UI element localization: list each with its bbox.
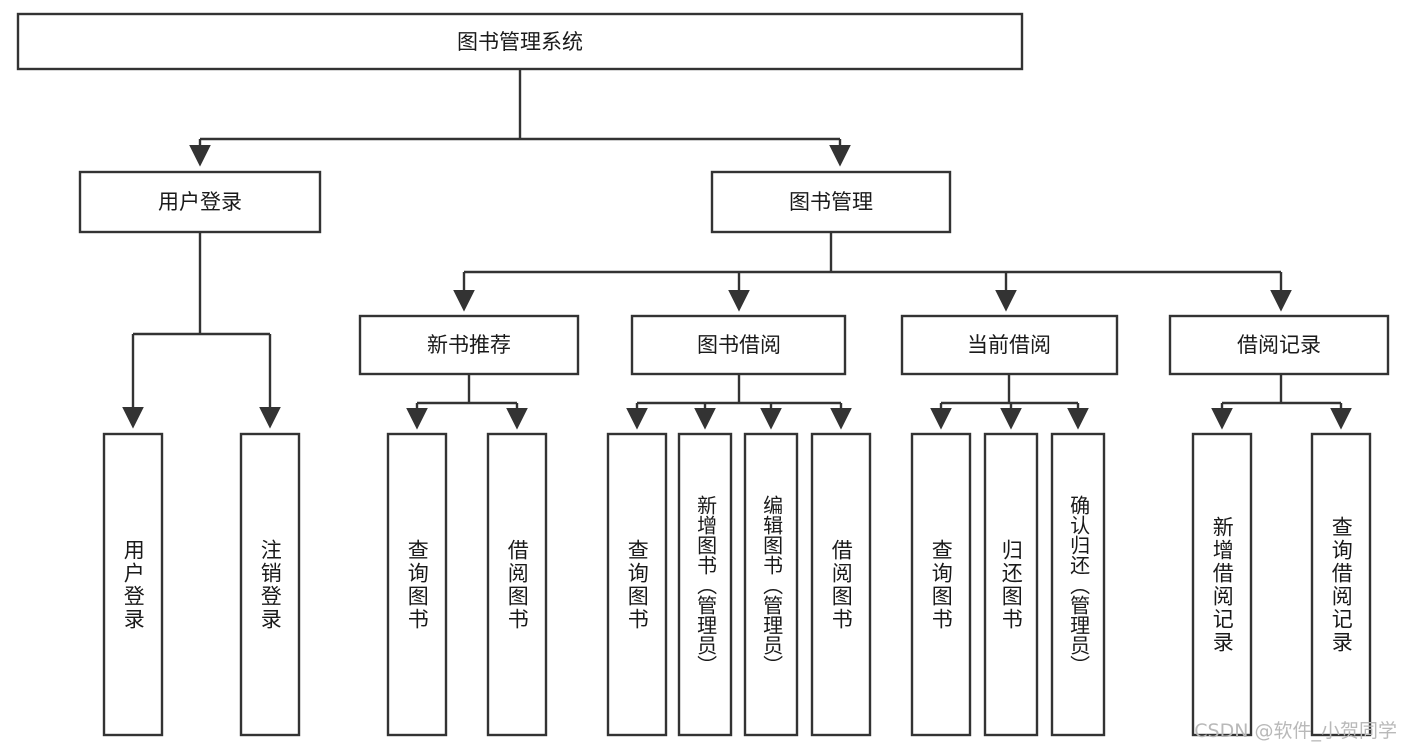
node-leaf-confirm-return-admin-label: 确认归还（管理员） (1066, 494, 1091, 675)
node-leaf-query-borrow-record-label: 查询借阅记录 (1329, 515, 1354, 654)
node-leaf-borrow-book-box[interactable] (810, 432, 872, 737)
node-current-borrow-box[interactable] (900, 314, 1119, 376)
node-leaf-user-login-label: 用户登录 (121, 538, 146, 631)
connector-group (122, 69, 1352, 430)
node-borrow-record-box[interactable] (1168, 314, 1390, 376)
node-leaf-logout-label: 注销登录 (258, 538, 283, 631)
node-book-borrow[interactable]: 图书借阅 (630, 314, 847, 376)
node-leaf-query-book-recommend-label: 查询图书 (405, 538, 430, 631)
node-borrow-record-label: 借阅记录 (1237, 333, 1321, 357)
node-leaf-borrow-book-recommend-box[interactable] (486, 432, 548, 737)
node-leaf-add-book-admin-box[interactable] (677, 432, 733, 737)
node-root-box[interactable] (16, 12, 1024, 71)
node-user-login-box[interactable] (78, 170, 322, 234)
node-new-book-recommend-label: 新书推荐 (427, 333, 511, 357)
node-book-management-label: 图书管理 (789, 190, 873, 214)
node-leaf-query-book-borrow-label: 查询图书 (625, 538, 650, 631)
node-leaf-add-borrow-record-label: 新增借阅记录 (1210, 515, 1235, 654)
node-root-label: 图书管理系统 (457, 30, 583, 54)
node-leaf-add-borrow-record-box[interactable] (1191, 432, 1253, 737)
node-leaf-return-book-box[interactable] (983, 432, 1039, 737)
node-leaf-query-borrow-record-box[interactable] (1310, 432, 1372, 737)
node-new-book-recommend-box[interactable] (358, 314, 580, 376)
node-leaf-add-book-admin-label: 新增图书（管理员） (693, 494, 718, 675)
node-leaf-query-book-borrow-box[interactable] (606, 432, 668, 737)
node-leaf-return-book-label: 归还图书 (999, 538, 1024, 631)
node-new-book-recommend[interactable]: 新书推荐 (358, 314, 580, 376)
node-book-borrow-label: 图书借阅 (697, 333, 781, 357)
node-book-management[interactable]: 图书管理 (710, 170, 952, 234)
node-leaf-edit-book-admin-label: 编辑图书（管理员） (759, 494, 784, 675)
node-current-borrow-label: 当前借阅 (967, 333, 1051, 357)
node-book-management-box[interactable] (710, 170, 952, 234)
leaf-box-group (102, 432, 1372, 737)
node-borrow-record[interactable]: 借阅记录 (1168, 314, 1390, 376)
node-book-borrow-box[interactable] (630, 314, 847, 376)
node-leaf-query-book-current-box[interactable] (910, 432, 972, 737)
node-leaf-borrow-book-recommend-label: 借阅图书 (505, 538, 530, 631)
node-leaf-logout-box[interactable] (239, 432, 301, 737)
node-leaf-user-login-box[interactable] (102, 432, 164, 737)
node-leaf-edit-book-admin-box[interactable] (743, 432, 799, 737)
node-leaf-borrow-book-label: 借阅图书 (829, 538, 854, 631)
node-leaf-query-book-current-label: 查询图书 (929, 538, 954, 631)
node-leaf-query-book-recommend-box[interactable] (386, 432, 448, 737)
node-user-login[interactable]: 用户登录 (78, 170, 322, 234)
node-leaf-confirm-return-admin-box[interactable] (1050, 432, 1106, 737)
node-current-borrow[interactable]: 当前借阅 (900, 314, 1119, 376)
node-user-login-label: 用户登录 (158, 190, 242, 214)
node-root[interactable]: 图书管理系统 (16, 12, 1024, 71)
